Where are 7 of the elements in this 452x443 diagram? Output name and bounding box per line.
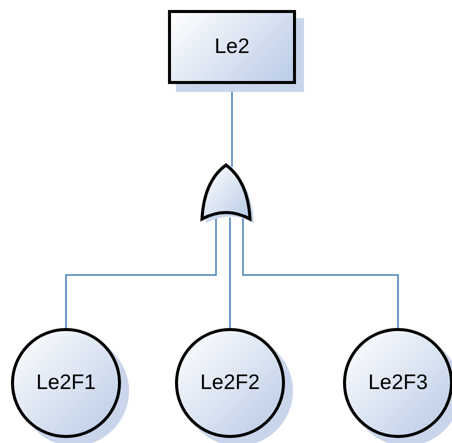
node-label: Le2F2 xyxy=(200,371,260,395)
connector-line xyxy=(229,217,231,328)
node-label: Le2F3 xyxy=(368,371,428,395)
node-label: Le2F1 xyxy=(36,371,96,395)
connector-line xyxy=(65,217,217,328)
connector-line xyxy=(242,217,399,328)
node-label: Le2 xyxy=(214,35,250,59)
